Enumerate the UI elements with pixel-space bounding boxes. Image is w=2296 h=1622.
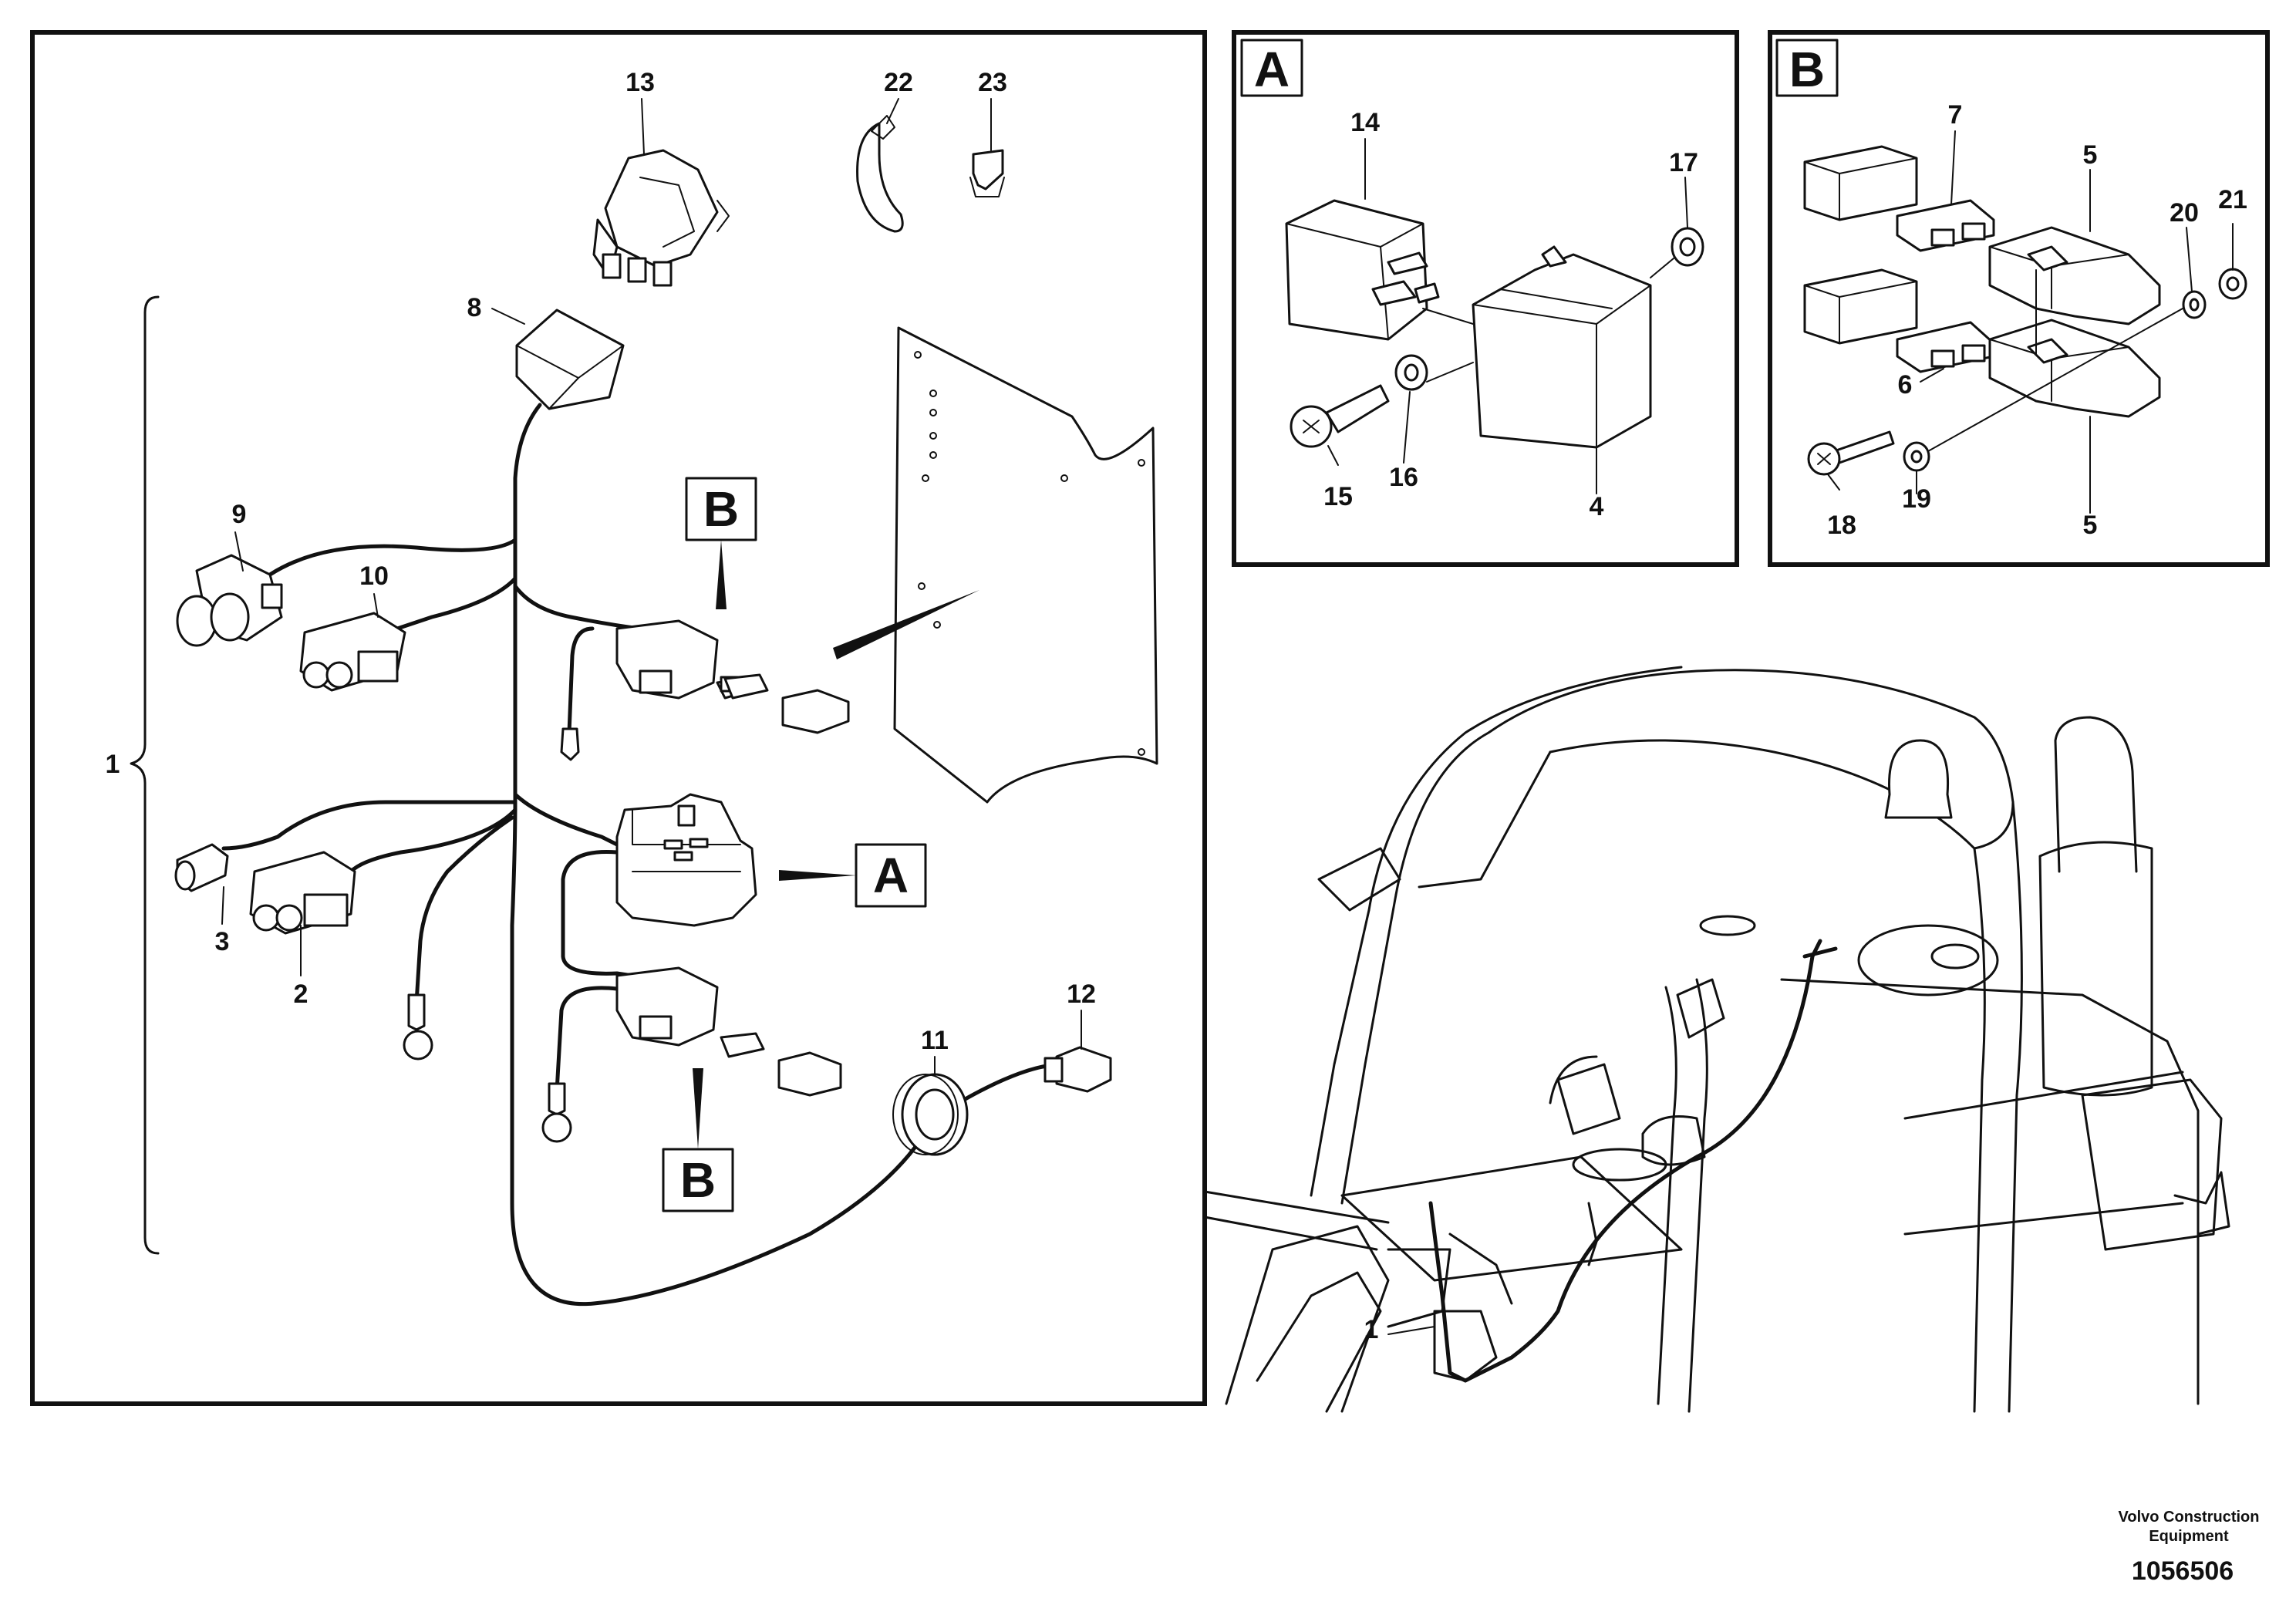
detail-b-title: B [1789, 42, 1825, 97]
ref-label-b-upper: B [703, 481, 739, 537]
view-arrow-plate [833, 590, 979, 659]
grommet [892, 1073, 969, 1156]
callout-13: 13 [625, 68, 655, 97]
brand-line1: Volvo Construction [2119, 1509, 2260, 1526]
detail-a-title: A [1254, 42, 1290, 97]
callout-1-machine: 1 [1364, 1315, 1379, 1344]
detail-b-leaders [1827, 130, 2234, 514]
nut-17 [1671, 227, 1704, 267]
nut-21 [2218, 268, 2247, 300]
push-clip [969, 149, 1005, 197]
callout-9: 9 [232, 500, 247, 529]
detail-b-label-box [1775, 39, 1839, 97]
fuse-holder-5-upper [1988, 226, 2161, 325]
screw-15 [1290, 384, 1390, 448]
zoom-connector-lines [1203, 1190, 1390, 1251]
callout-5-upper: 5 [2083, 140, 2098, 170]
sleeve-3 [174, 843, 229, 892]
screw-18 [1807, 430, 1895, 476]
callout-1: 1 [106, 750, 120, 779]
rocker-switch [592, 149, 730, 287]
mounting-plate [893, 326, 1158, 804]
connector-10 [299, 612, 406, 692]
callout-14: 14 [1350, 108, 1380, 137]
fuse-6 [1896, 321, 1995, 373]
washer-20 [2182, 290, 2207, 319]
callout-22: 22 [884, 68, 913, 97]
ref-box-a: A [779, 843, 927, 908]
ref-box-b-lower: B [662, 1068, 734, 1212]
leader-lines [221, 98, 1082, 1077]
main-frame [30, 30, 1207, 1406]
ring-terminal-lower [541, 1082, 572, 1143]
callout-11: 11 [921, 1026, 949, 1055]
ref-label-b-lower: B [680, 1152, 716, 1208]
connector-12 [1043, 1046, 1112, 1093]
fuse-upper [723, 673, 769, 700]
ring-terminal-left [403, 993, 433, 1061]
callout-21: 21 [2218, 185, 2247, 214]
callout-7: 7 [1948, 100, 1963, 130]
group-bracket [130, 295, 160, 1255]
fuse-7 [1896, 199, 1995, 252]
detail-a-leaders [1327, 138, 1688, 494]
callout-12: 12 [1067, 980, 1096, 1009]
detail-a-frame [1232, 30, 1739, 567]
callout-23: 23 [978, 68, 1007, 97]
relay-14 [1285, 199, 1440, 341]
callout-20: 20 [2170, 198, 2199, 228]
callout-16: 16 [1389, 463, 1418, 492]
ref-label-a: A [873, 848, 909, 903]
fuse-cover-lower [1803, 268, 1918, 345]
callout-3: 3 [215, 927, 230, 956]
brand-line2: Equipment [2149, 1528, 2229, 1545]
callout-10: 10 [359, 561, 389, 591]
connector-2 [249, 851, 356, 935]
detail-a-label-box [1240, 39, 1303, 97]
relay-connector [515, 309, 625, 410]
machine-view [1203, 666, 2230, 1413]
ref-box-b-upper: B [685, 477, 757, 609]
callout-15: 15 [1323, 482, 1353, 511]
relay-socket-4 [1472, 245, 1652, 449]
callout-2: 2 [294, 980, 308, 1009]
connector-9 [176, 554, 283, 647]
callout-6: 6 [1898, 370, 1913, 400]
callout-5-lower: 5 [2083, 511, 2098, 540]
callout-8: 8 [467, 293, 482, 322]
drawing-number: 1056506 [2132, 1556, 2234, 1586]
relay-base [615, 793, 757, 927]
fuse-cover-upper [1803, 145, 1918, 221]
callout-18: 18 [1827, 511, 1856, 540]
terminal-upper [560, 727, 580, 761]
callout-4: 4 [1590, 492, 1604, 521]
detail-b-frame [1768, 30, 2270, 567]
cable-tie [856, 115, 904, 233]
callout-17: 17 [1669, 148, 1698, 177]
washer-19 [1903, 441, 1930, 472]
washer-16 [1394, 354, 1428, 391]
fuse-holder-lower [615, 966, 842, 1097]
callout-19: 19 [1902, 484, 1931, 514]
